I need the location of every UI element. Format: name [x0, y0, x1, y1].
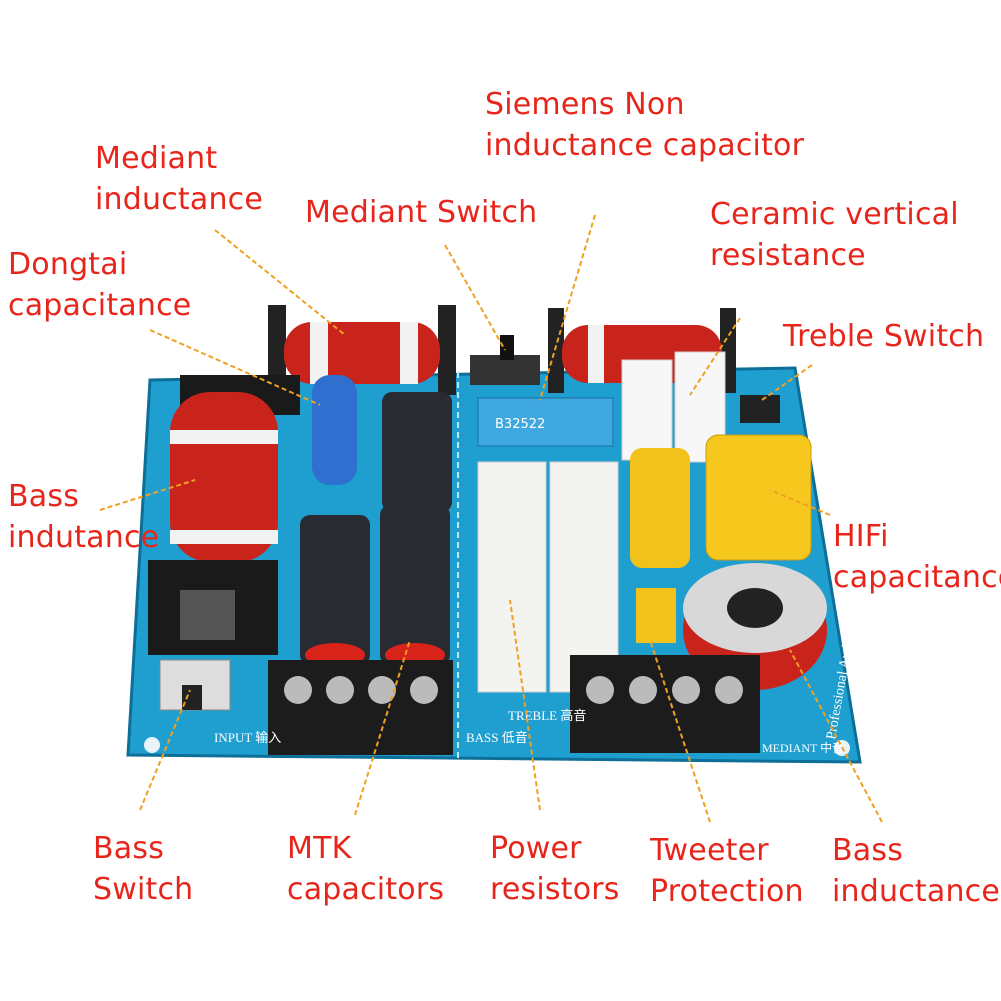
siemens-capacitor: B32522 — [477, 397, 614, 447]
label-line: Protection — [650, 874, 804, 909]
label-mtk-capacitors: MTK capacitors — [287, 828, 444, 910]
label-power-resistors: Power resistors — [490, 828, 620, 910]
label-siemens-capacitor: Siemens Non inductance capacitor — [485, 84, 804, 166]
bass-inductor — [148, 375, 300, 655]
label-line: capacitance — [8, 288, 192, 323]
label-bass-inductance: Bass inductance — [832, 830, 1000, 912]
leader-power — [509, 599, 541, 811]
label-ceramic-resistance: Ceramic vertical resistance — [710, 194, 959, 276]
label-bass-switch: Bass Switch — [93, 828, 193, 910]
label-line: indutance — [8, 520, 160, 555]
leader-bass-indutance — [99, 479, 196, 511]
label-line: Bass — [832, 833, 904, 868]
label-line: HIFi — [833, 519, 889, 554]
label-line: resistance — [710, 238, 866, 273]
label-line: Mediant Switch — [305, 195, 538, 230]
mount-hole — [144, 737, 160, 753]
label-line: Ceramic vertical — [710, 197, 959, 232]
label-dongtai-capacitance: Dongtai capacitance — [8, 244, 191, 326]
label-line: Dongtai — [8, 247, 128, 282]
input-terminal-block — [268, 660, 453, 755]
label-line: Mediant — [95, 141, 218, 176]
leader-bass-switch — [139, 689, 191, 811]
label-tweeter-protection: Tweeter Protection — [650, 830, 804, 912]
leader-ceramic — [689, 317, 741, 396]
label-line: Bass — [93, 831, 165, 866]
label-line: Tweeter — [650, 833, 769, 868]
pcb-mediant-text: MEDIANT 中音 — [762, 740, 844, 755]
hifi-capacitor — [705, 434, 812, 561]
output-terminal-block — [570, 655, 760, 753]
label-line: Treble Switch — [783, 319, 985, 354]
mediant-inductor — [268, 305, 456, 395]
leader-hifi — [769, 489, 831, 516]
leader-mtk — [354, 639, 411, 816]
pcb-treble-text: TREBLE 高音 — [508, 708, 586, 723]
pcb-bass-text: BASS 低音 — [466, 730, 528, 745]
label-bass-indutance: Bass indutance — [8, 476, 159, 558]
label-line: MTK — [287, 831, 352, 866]
power-resistors — [477, 461, 619, 693]
label-line: capacitors — [287, 872, 445, 907]
leader-dongtai — [149, 329, 321, 406]
label-line: inductance — [95, 182, 264, 217]
dongtai-capacitor — [312, 375, 357, 485]
label-line: inductance — [832, 874, 1001, 909]
label-treble-switch: Treble Switch — [783, 316, 984, 357]
label-line: Power — [490, 831, 582, 866]
leader-mediant-switch — [444, 244, 506, 351]
label-line: resistors — [490, 872, 620, 907]
label-hifi-capacitance: HIFi capacitance — [833, 516, 1001, 598]
label-line: capacitance — [833, 560, 1001, 595]
label-mediant-switch: Mediant Switch — [305, 192, 537, 233]
label-line: Bass — [8, 479, 80, 514]
leader-siemens — [539, 214, 596, 401]
label-line: Siemens Non — [485, 87, 685, 122]
svg-text:B32522: B32522 — [495, 417, 545, 432]
leader-bass-inductance — [789, 649, 883, 823]
label-line: inductance capacitor — [485, 128, 805, 163]
yellow-capacitor — [630, 448, 690, 568]
label-line: Switch — [93, 872, 194, 907]
pcb-input-text: INPUT 输入 — [214, 730, 281, 745]
label-mediant-inductance: Mediant inductance — [95, 138, 263, 220]
tweeter-protection — [636, 588, 676, 643]
leader-treble-switch — [761, 364, 813, 401]
treble-switch — [740, 395, 780, 423]
leader-mediant-inductance — [214, 229, 346, 336]
